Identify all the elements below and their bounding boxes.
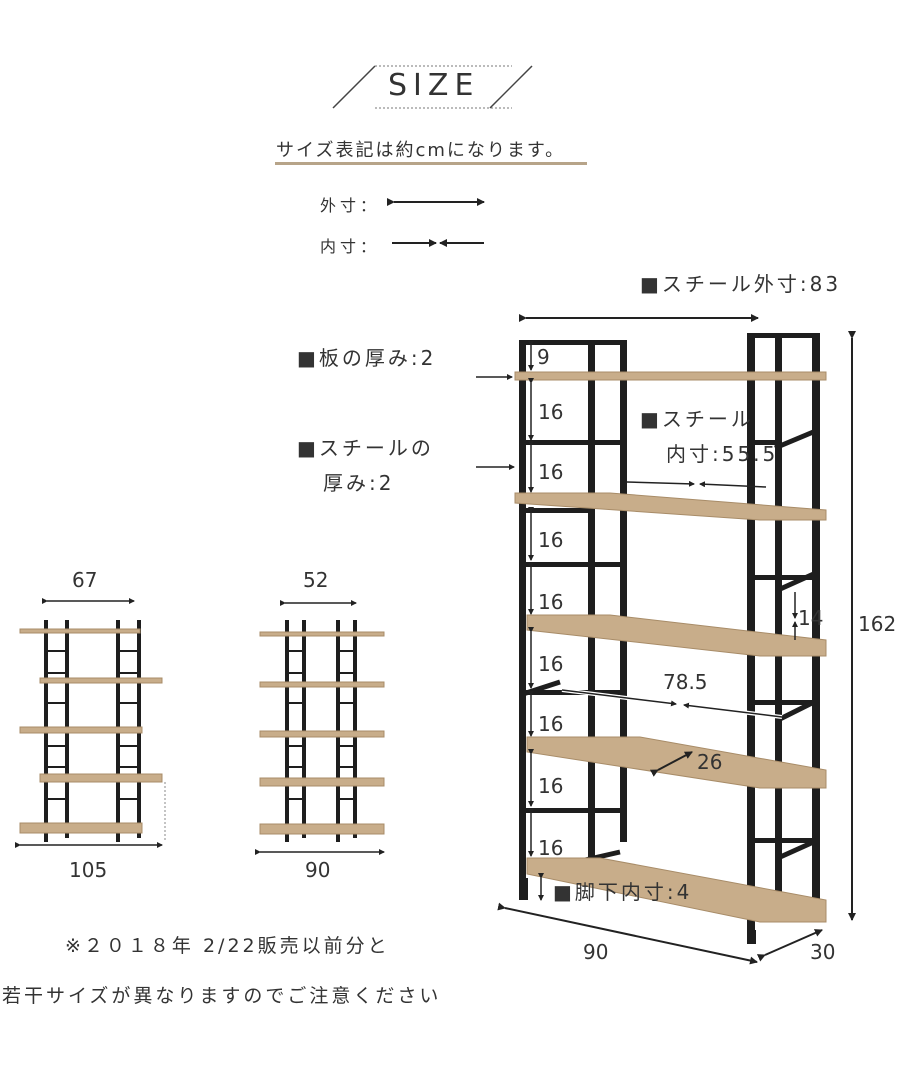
variant-shelf-105 bbox=[15, 598, 166, 848]
variant-90-bottom-width: 90 bbox=[305, 858, 331, 882]
depth-14-label: 14 bbox=[798, 606, 824, 630]
top-gap-label: 9 bbox=[537, 345, 550, 369]
steel-inner-label-2: 内寸:55.5 bbox=[666, 442, 779, 466]
gap-label-7: 16 bbox=[538, 774, 564, 798]
steel-inner-arrow-right bbox=[699, 481, 767, 488]
inner-width-label: 78.5 bbox=[663, 670, 708, 694]
note-line-1: ※２０１８年 2/22販売以前分と bbox=[65, 935, 390, 957]
variant-105-bottom-width: 105 bbox=[69, 858, 108, 882]
steel-inner-label-1: ■スチール bbox=[640, 407, 754, 431]
steel-thickness-label-2: 厚み:2 bbox=[323, 471, 395, 495]
gap-label-4: 16 bbox=[538, 590, 564, 614]
steel-outer-label: ■スチール外寸:83 bbox=[640, 272, 842, 296]
variant-shelf-90 bbox=[255, 600, 385, 855]
shelf-depth-label: 26 bbox=[697, 750, 723, 774]
leg-inner-label: ■脚下内寸:4 bbox=[553, 880, 693, 904]
subtitle-underline bbox=[275, 162, 587, 165]
gap-label-5: 16 bbox=[538, 652, 564, 676]
height-label: 162 bbox=[858, 612, 897, 636]
gap-label-3: 16 bbox=[538, 528, 564, 552]
depth-label: 30 bbox=[810, 940, 836, 964]
gap-label-2: 16 bbox=[538, 460, 564, 484]
variant-105-top-width: 67 bbox=[72, 568, 98, 592]
board-thickness-label: ■板の厚み:2 bbox=[297, 346, 437, 370]
gap-label-6: 16 bbox=[538, 712, 564, 736]
width-arrow bbox=[497, 902, 758, 965]
width-label: 90 bbox=[583, 940, 609, 964]
inner-width-arrow-left bbox=[561, 689, 677, 707]
steel-inner-arrow-left bbox=[626, 480, 695, 487]
legend-inner-label: 内寸： bbox=[320, 237, 381, 256]
page-title: SIZE bbox=[388, 68, 480, 103]
depth-arrow bbox=[756, 929, 823, 962]
note-line-2: 若干サイズが異なりますのでご注意ください bbox=[2, 985, 442, 1007]
steel-thickness-label-1: ■スチールの bbox=[297, 436, 434, 460]
shelf-gap-arrows bbox=[528, 341, 544, 901]
size-unit-note: サイズ表記は約cmになります。 bbox=[276, 140, 566, 161]
variant-90-top-width: 52 bbox=[303, 568, 329, 592]
gap-label-1: 16 bbox=[538, 400, 564, 424]
legend-outer-label: 外寸： bbox=[320, 196, 381, 215]
shelf-depth-arrow bbox=[649, 751, 693, 777]
inner-width-arrow-right bbox=[683, 702, 783, 718]
gap-label-8: 16 bbox=[538, 836, 564, 860]
